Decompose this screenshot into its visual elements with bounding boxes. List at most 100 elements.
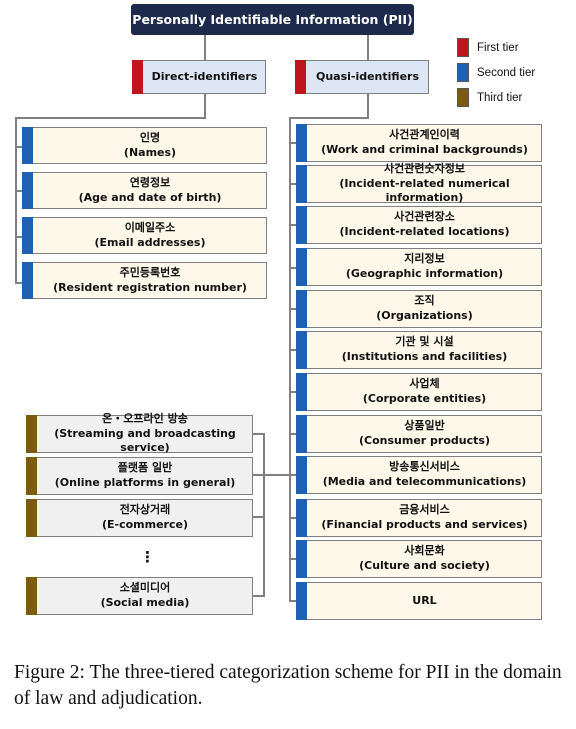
- tier-bar: [296, 373, 307, 411]
- direct-identifiers-node: Direct-identifiers: [132, 60, 266, 94]
- item-english-label: (Names): [123, 145, 177, 159]
- tier-bar: [22, 262, 33, 299]
- item-english-label: (Institutions and facilities): [341, 350, 508, 363]
- quasi-identifiers-node: Quasi-identifiers: [295, 60, 429, 94]
- tier-bar: [22, 172, 33, 209]
- tier-bar: [296, 248, 307, 286]
- tier-bar: [26, 499, 37, 537]
- tier-bar: [296, 331, 307, 369]
- item-english-label: (Streaming and broadcasting service): [54, 426, 236, 455]
- item-korean-label: 사업체: [409, 377, 440, 391]
- legend-first-tier: First tier: [457, 38, 519, 57]
- item-korean-label: 온・오프라인 방송: [102, 411, 188, 425]
- tier-bar: [295, 60, 306, 94]
- direct-item-age: 연령정보 (Age and date of birth): [22, 172, 267, 209]
- direct-item-names: 인명 (Names): [22, 127, 267, 164]
- quasi-item-institutions: 기관 및 시설 (Institutions and facilities): [296, 331, 542, 369]
- item-korean-label: 사회문화: [404, 544, 445, 558]
- direct-item-email: 이메일주소 (Email addresses): [22, 217, 267, 254]
- item-korean-label: 주민등록번호: [119, 265, 181, 279]
- item-korean-label: URL: [412, 593, 437, 607]
- quasi-item-organizations: 조직 (Organizations): [296, 290, 542, 328]
- item-english-label: (Corporate entities): [362, 392, 487, 405]
- item-english-label: (Culture and society): [359, 559, 490, 572]
- legend-swatch-brown: [457, 88, 469, 107]
- item-english-label: (E-commerce): [101, 518, 188, 531]
- item-korean-label: 사건관계인이력: [389, 128, 460, 142]
- item-korean-label: 방송통신서비스: [389, 460, 460, 474]
- tier-bar: [26, 457, 37, 495]
- media-item-streaming: 온・오프라인 방송 (Streaming and broadcasting se…: [26, 411, 253, 454]
- legend-label: Third tier: [477, 91, 523, 104]
- media-item-social: 소셜미디어 (Social media): [26, 577, 253, 615]
- item-english-label: (Financial products and services): [321, 518, 528, 531]
- media-item-ecommerce: 전자상거래 (E-commerce): [26, 499, 253, 537]
- connector-direct-spine: [15, 94, 206, 284]
- item-korean-label: 플랫폼 일반: [117, 461, 173, 475]
- item-korean-label: 상품일반: [404, 419, 445, 433]
- node-label: Direct-identifiers: [151, 69, 258, 83]
- tier-bar: [22, 217, 33, 254]
- item-english-label: (Email addresses): [94, 235, 206, 249]
- item-english-label: (Work and criminal backgrounds): [321, 143, 528, 156]
- tier-bar: [296, 540, 307, 578]
- tier-bar: [296, 206, 307, 244]
- item-english-label: (Organizations): [376, 309, 473, 322]
- legend-swatch-red: [457, 38, 469, 57]
- item-english-label: (Incident-related locations): [339, 225, 510, 238]
- tier-bar: [26, 577, 37, 615]
- legend-swatch-blue: [457, 63, 469, 82]
- legend-label: Second tier: [477, 66, 536, 79]
- item-korean-label: 사건관련장소: [394, 210, 455, 224]
- quasi-item-culture: 사회문화 (Culture and society): [296, 540, 542, 578]
- legend-second-tier: Second tier: [457, 63, 535, 82]
- quasi-item-numerical: 사건관련숫자정보 (Incident-related numerical inf…: [296, 161, 542, 204]
- quasi-item-locations: 사건관련장소 (Incident-related locations): [296, 206, 542, 244]
- item-english-label: (Resident registration number): [53, 280, 247, 294]
- tier-bar: [296, 456, 307, 494]
- legend-label: First tier: [477, 41, 519, 54]
- legend-third-tier: Third tier: [457, 88, 522, 107]
- item-korean-label: 지리정보: [404, 252, 445, 266]
- tier-bar: [296, 415, 307, 453]
- item-english-label: (Social media): [100, 596, 190, 609]
- node-label: Quasi-identifiers: [315, 69, 420, 83]
- item-korean-label: 금융서비스: [399, 503, 450, 517]
- quasi-item-media-telecom: 방송통신서비스 (Media and telecommunications): [296, 456, 542, 494]
- tier-bar: [132, 60, 143, 94]
- tier-bar: [26, 415, 37, 453]
- tier-bar: [296, 124, 307, 162]
- connector-lines: [15, 35, 369, 602]
- quasi-item-url: URL: [296, 582, 542, 620]
- quasi-item-geographic: 지리정보 (Geographic information): [296, 248, 542, 286]
- quasi-item-financial: 금융서비스 (Financial products and services): [296, 499, 542, 537]
- connector-quasi-spine: [289, 94, 369, 602]
- direct-item-rrn: 주민등록번호 (Resident registration number): [22, 262, 267, 299]
- item-korean-label: 기관 및 시설: [395, 335, 454, 349]
- item-korean-label: 전자상거래: [119, 503, 171, 517]
- figure-caption: Figure 2: The three-tiered categorizatio…: [14, 662, 562, 710]
- item-english-label: (Age and date of birth): [78, 190, 222, 204]
- media-item-platforms: 플랫폼 일반 (Online platforms in general): [26, 457, 253, 495]
- item-korean-label: 연령정보: [129, 175, 171, 189]
- item-korean-label: 사건관련숫자정보: [384, 161, 465, 175]
- connector-media-spine: [253, 433, 265, 597]
- quasi-item-consumer: 상품일반 (Consumer products): [296, 415, 542, 453]
- item-korean-label: 이메일주소: [124, 220, 176, 234]
- item-korean-label: 소셜미디어: [119, 581, 171, 595]
- item-korean-label: 인명: [139, 130, 161, 144]
- pii-root-node: Personally Identifiable Information (PII…: [131, 4, 414, 35]
- tier-bar: [296, 499, 307, 537]
- ellipsis-more-items: ⋮: [140, 548, 155, 566]
- item-english-label: (Consumer products): [359, 434, 490, 447]
- item-english-label: (Media and telecommunications): [322, 475, 527, 488]
- item-korean-label: 조직: [414, 294, 435, 308]
- pii-diagram: Personally Identifiable Information (PII…: [15, 4, 542, 620]
- item-english-label: (Online platforms in general): [54, 476, 236, 489]
- quasi-item-work-criminal: 사건관계인이력 (Work and criminal backgrounds): [296, 124, 542, 162]
- tier-bar: [22, 127, 33, 164]
- quasi-item-corporate: 사업체 (Corporate entities): [296, 373, 542, 411]
- item-english-label: (Incident-related numerical information): [339, 176, 510, 205]
- tier-bar: [296, 165, 307, 203]
- tier-bar: [296, 582, 307, 620]
